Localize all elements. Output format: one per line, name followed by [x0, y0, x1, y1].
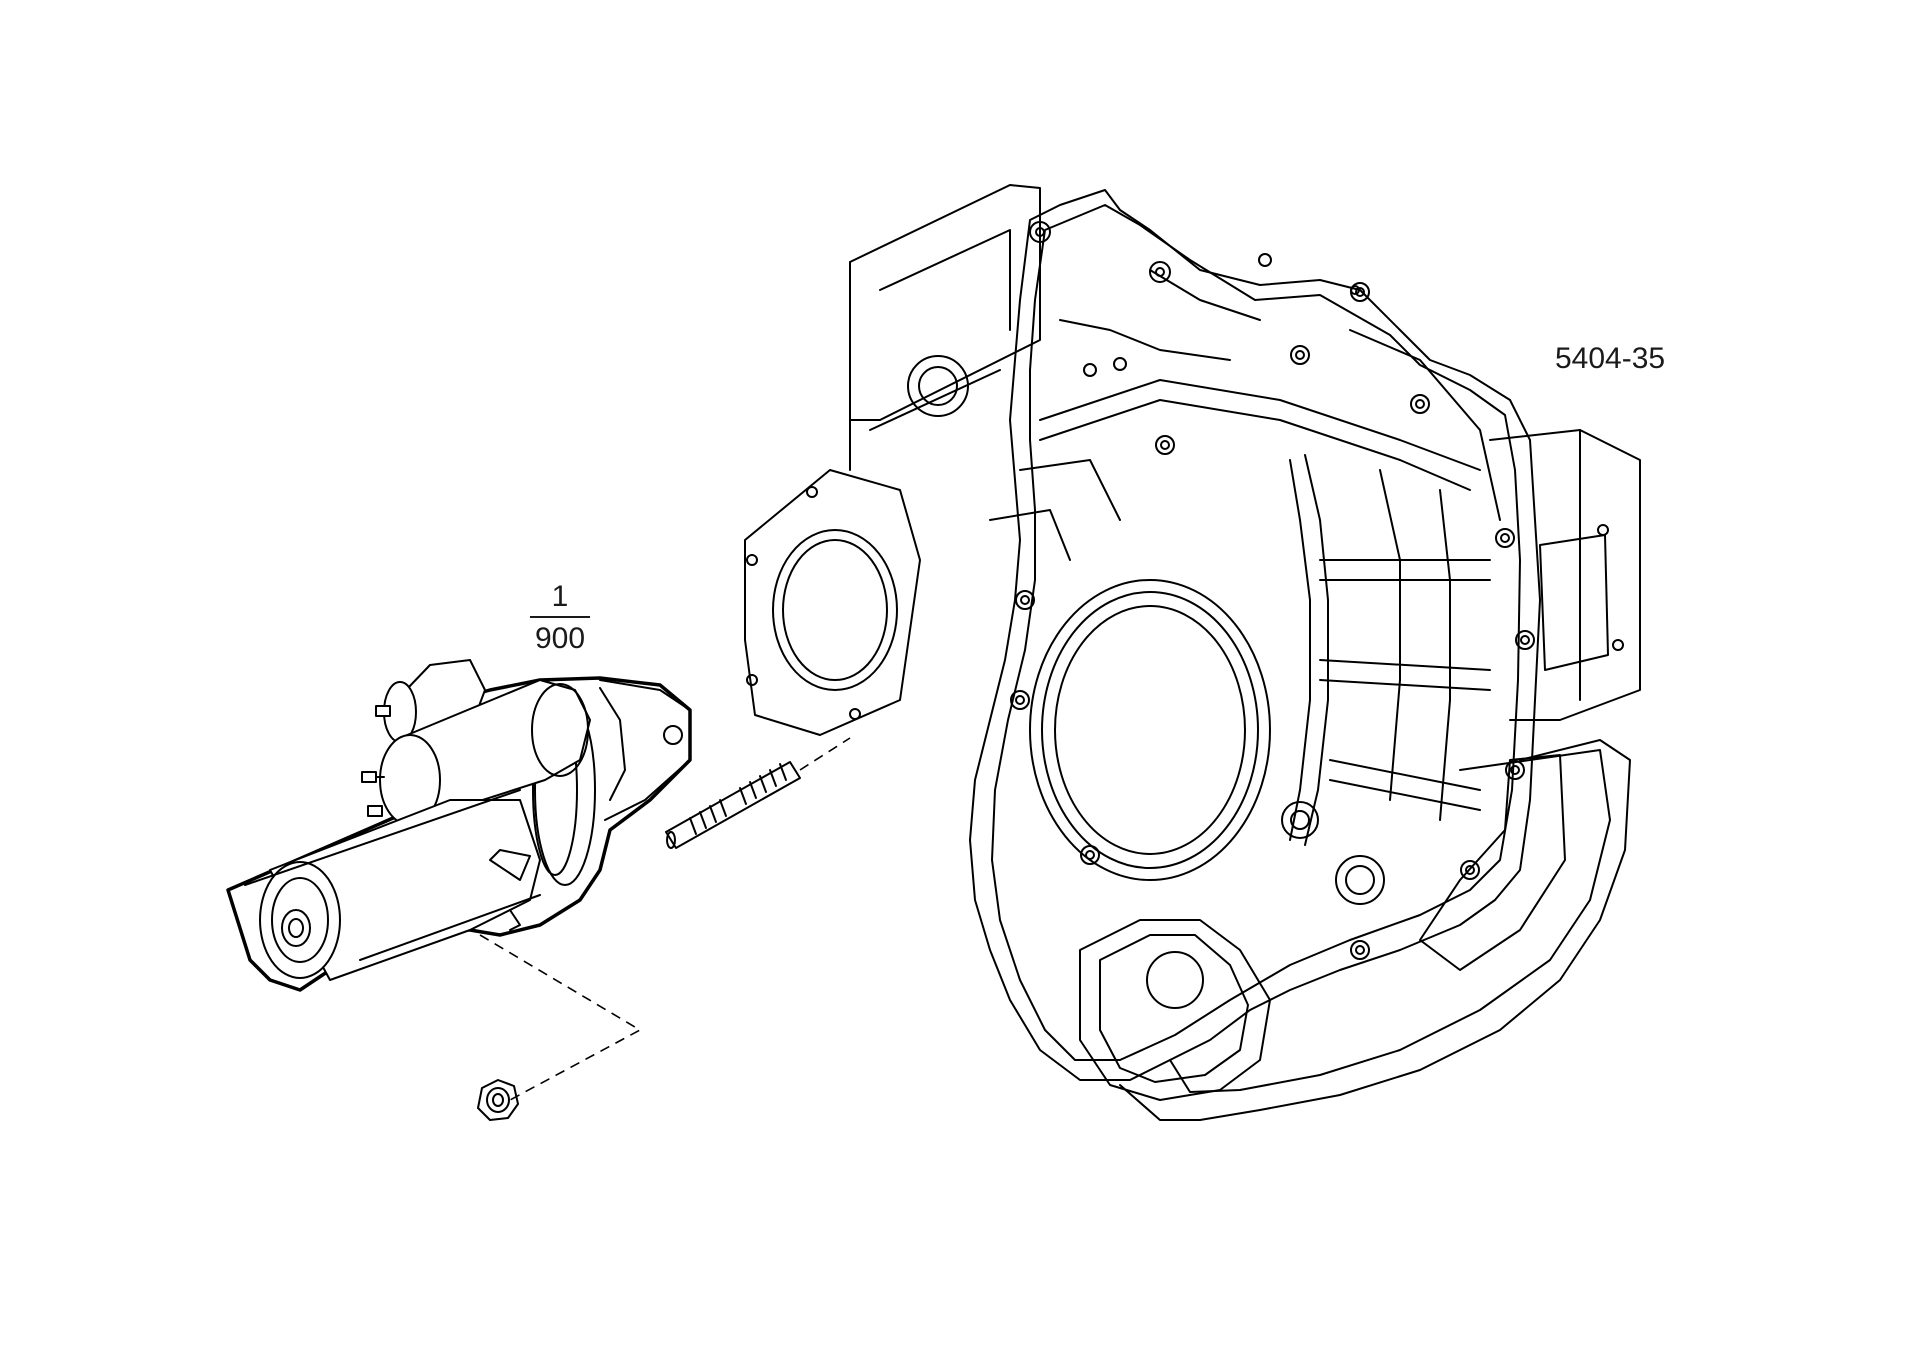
callout-group-number: 900	[534, 622, 586, 655]
nut-icon	[477, 1079, 519, 1121]
nut-alignment-line	[479, 934, 642, 1101]
stud-icon	[665, 761, 801, 849]
figure-reference: 5404-35	[1555, 342, 1666, 375]
callout-item-number: 1	[551, 580, 569, 613]
stud-alignment-line	[799, 737, 851, 771]
flywheel-housing-icon	[744, 184, 1641, 1121]
starter-motor-icon	[226, 659, 692, 992]
callout-divider	[530, 616, 590, 618]
